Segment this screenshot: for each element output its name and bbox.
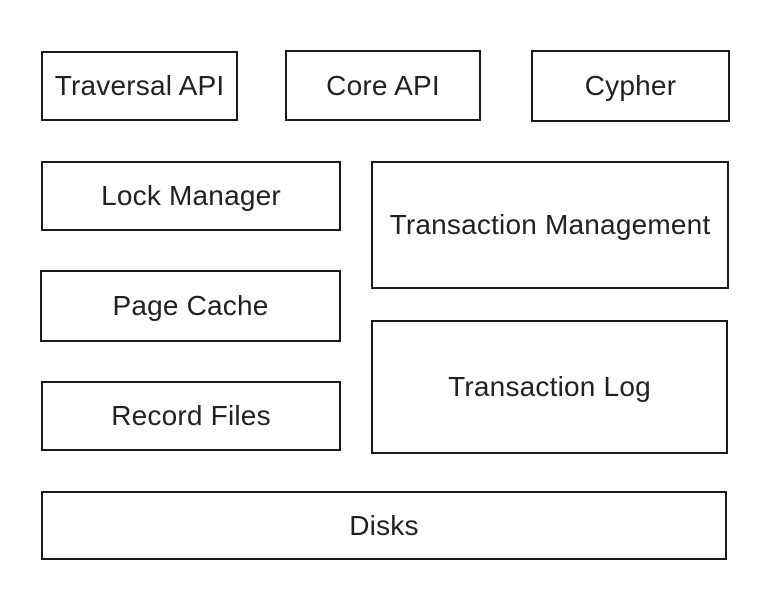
box-transaction-log-label: Transaction Log	[448, 371, 651, 402]
box-core-api-label: Core API	[326, 69, 440, 101]
box-traversal-api: Traversal API	[41, 51, 238, 121]
box-record-files-label: Record Files	[111, 400, 271, 431]
box-core-api: Core API	[285, 50, 481, 121]
box-page-cache-label: Page Cache	[112, 290, 269, 321]
box-page-cache: Page Cache	[40, 270, 341, 342]
box-disks-label: Disks	[349, 509, 419, 541]
box-disks: Disks	[41, 491, 727, 560]
box-lock-manager: Lock Manager	[41, 161, 341, 231]
box-transaction-management-label: Transaction Management	[389, 209, 711, 240]
box-traversal-api-label: Traversal API	[54, 70, 225, 101]
box-lock-manager-label: Lock Manager	[101, 180, 281, 211]
box-cypher: Cypher	[531, 50, 730, 122]
box-cypher-label: Cypher	[584, 70, 677, 101]
box-record-files: Record Files	[41, 381, 341, 451]
box-transaction-log: Transaction Log	[371, 320, 728, 454]
box-transaction-management: Transaction Management	[371, 161, 729, 289]
